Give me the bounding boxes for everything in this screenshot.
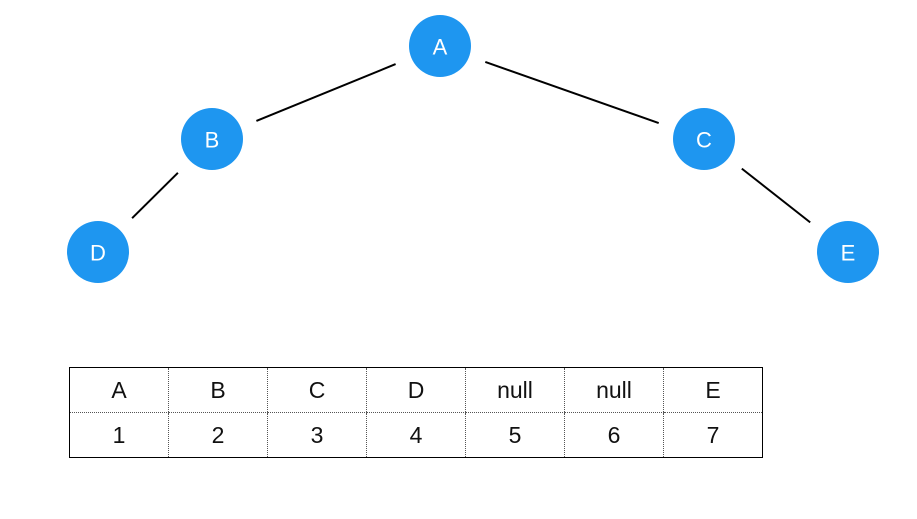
array-representation-table: A B C D null null E 1 2 3 4 5 6 7 [69,367,763,458]
tree-node-label: E [841,241,856,266]
tree-node-circle [673,108,735,170]
array-index-cell: 7 [663,412,763,458]
tree-node-circle [409,15,471,77]
tree-node-label: B [205,128,220,153]
tree-node-c: C [673,108,735,170]
tree-node-a: A [409,15,471,77]
array-value-cell: null [465,367,565,413]
array-value-cell: C [267,367,367,413]
tree-node-label: A [433,35,448,60]
array-value-cell: null [564,367,664,413]
array-indices-row: 1 2 3 4 5 6 7 [70,412,763,458]
array-values-row: A B C D null null E [69,367,763,413]
tree-node-circle [181,108,243,170]
array-index-cell: 5 [465,412,565,458]
array-index-cell: 3 [267,412,367,458]
tree-edge-a-b [256,63,396,122]
tree-node-b: B [181,108,243,170]
array-value-cell: E [663,367,763,413]
tree-nodes: A B C D E [67,15,879,283]
array-value-cell: B [168,367,268,413]
tree-node-label: D [90,241,106,266]
tree-edge-a-c [484,60,660,125]
tree-node-circle [817,221,879,283]
tree-edge-c-e [741,167,811,224]
tree-edge-b-d [131,172,179,219]
tree-edges [131,60,811,224]
tree-node-circle [67,221,129,283]
array-index-cell: 4 [366,412,466,458]
array-value-cell: A [69,367,169,413]
array-index-cell: 1 [112,421,126,448]
binary-tree-diagram: A B C D E [67,15,879,283]
array-index-cell: 2 [168,412,268,458]
tree-node-e: E [817,221,879,283]
array-index-cell: 6 [564,412,664,458]
tree-node-label: C [696,128,712,153]
array-value-cell: D [366,367,466,413]
tree-node-d: D [67,221,129,283]
